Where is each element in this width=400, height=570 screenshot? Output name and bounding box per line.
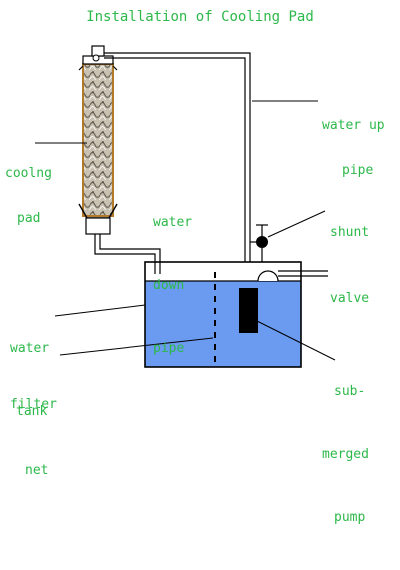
label-filter-net: filter net (10, 350, 57, 526)
label-line: net (25, 463, 49, 478)
label-line: valve (330, 291, 370, 306)
water-down-pipe (94, 234, 161, 274)
label-submerged-pump: sub- merged pump (322, 339, 369, 570)
leader-filter-net (59, 337, 214, 356)
label-line: sub- (334, 384, 366, 399)
label-line: water (10, 341, 50, 356)
label-water-up-pipe: water up pipe (322, 88, 385, 208)
pad-top-cap (91, 45, 105, 57)
label-line: pump (334, 510, 366, 525)
label-water-down-pipe: water down pipe (153, 170, 192, 401)
pad-drain-box (85, 217, 111, 235)
tank-outline (144, 261, 302, 368)
label-line: merged (322, 447, 369, 462)
label-line: pipe (153, 341, 185, 356)
pad-inlet-icon (92, 54, 100, 62)
diagram-drawing (35, 45, 336, 368)
leader-shunt-valve (267, 210, 326, 238)
label-line: filter (10, 397, 57, 412)
label-line: down (153, 278, 185, 293)
submerged-pump (239, 288, 258, 333)
leader-lines (35, 100, 336, 361)
label-shunt-valve: shunt valve (330, 178, 369, 354)
label-cooling-pad: coolng pad (5, 136, 52, 256)
label-line: water (153, 215, 193, 230)
cooling-pad (78, 45, 118, 235)
label-line: coolng (5, 166, 52, 181)
shunt-valve-icon (256, 236, 268, 248)
diagram-title: Installation of Cooling Pad (86, 9, 314, 25)
water-tank (144, 261, 328, 368)
water-up-pipe (104, 52, 251, 262)
label-line: shunt (330, 225, 370, 240)
cooling-pad-body (82, 63, 114, 217)
pump-outlet-elbow (257, 270, 279, 282)
leader-water-tank (54, 304, 146, 317)
label-line: pipe (342, 163, 374, 178)
label-line: water up (322, 118, 385, 133)
shunt-valve (250, 224, 268, 262)
label-line: pad (17, 211, 41, 226)
leader-submerged-pump (254, 319, 336, 361)
tank-water (145, 281, 301, 367)
diagram: Installation of Cooling Pad (5, 9, 385, 525)
